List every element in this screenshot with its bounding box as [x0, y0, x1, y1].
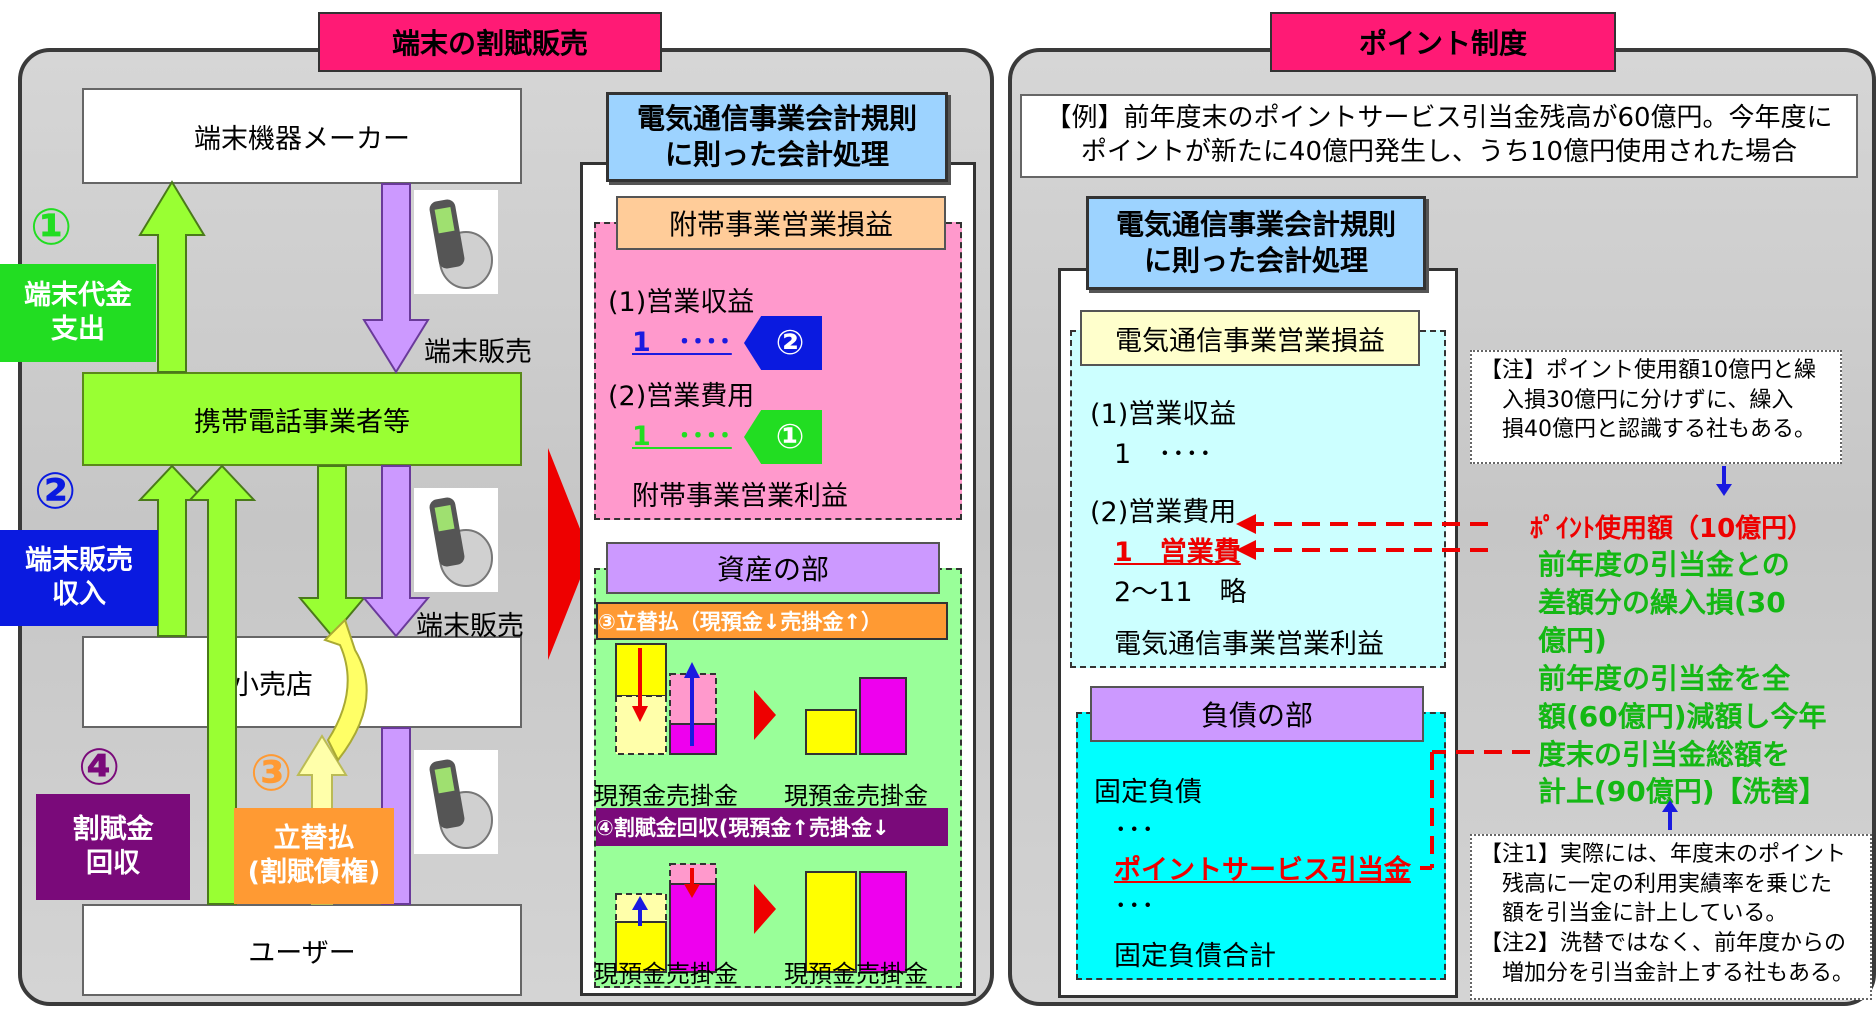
right-accounting-title: 電気通信事業会計規則 に則った会計処理: [1086, 196, 1426, 290]
right-pl-section: [1070, 330, 1446, 668]
right-pl-expense: (2)営業費用: [1090, 497, 1237, 528]
green-text-2-content: 前年度の引当金を全 額(60億円)減額し今年 度末の引当金総額を 計上(90億円…: [1538, 662, 1827, 809]
pl-revenue: (1)営業収益: [608, 287, 755, 318]
arrow-up-green-1: [138, 180, 206, 373]
right-pl-revenue-item: 1 ････: [1114, 439, 1213, 470]
pl-revenue-item: 1 ････: [632, 327, 732, 358]
right-pl-profit: 電気通信事業営業利益: [1114, 629, 1384, 660]
step-1-number: ①: [30, 198, 73, 256]
phone-icon: [414, 750, 498, 854]
pl-header: 附帯事業営業損益: [616, 196, 946, 250]
step-1-label-text: 端末代金 支出: [24, 280, 132, 345]
flow-arrows: [137, 180, 590, 905]
bar-label-3: 現預金売掛金: [594, 960, 738, 988]
arrow-down-green: [297, 465, 367, 638]
green-text-2: 前年度の引当金を全 額(60億円)減額し今年 度末の引当金総額を 計上(90億円…: [1538, 660, 1827, 811]
right-pl-expense-item: 1 営業費: [1114, 537, 1241, 568]
step-4-number: ④: [78, 738, 121, 796]
step-4-label: 割賦金 回収: [36, 794, 190, 900]
note-bottom: 【注1】実際には、年度末のポイント 残高に一定の利用実績率を乗じた 額を引当金に…: [1470, 834, 1872, 1000]
left-tab-title: 端末の割賦販売: [318, 12, 662, 72]
note-bottom-text: 【注1】実際には、年度末のポイント 残高に一定の利用実績率を乗じた 額を引当金に…: [1480, 842, 1855, 986]
note-top-text: 【注】ポイント使用額10億円と繰 入損30億円に分けずに、繰入 損40億円と認識…: [1480, 358, 1816, 443]
liab-fixed: 固定負債: [1094, 777, 1202, 808]
arrow-down-purple-2: [361, 465, 431, 638]
bar-label-2: 現預金売掛金: [784, 782, 928, 810]
example-text: 【例】前年度末のポイントサービス引当金残高が60億円。今年度に ポイントが新たに…: [1045, 103, 1833, 167]
liab-dots-1: ･･･: [1114, 815, 1155, 846]
step-3-number: ③: [250, 744, 293, 802]
pl-expense-item: 1 ････: [632, 421, 732, 452]
badge-1-text: ①: [775, 417, 805, 457]
arrow-up-green-2: [137, 464, 207, 637]
big-red-triangle: [548, 448, 590, 660]
liab-dots-2: ･･･: [1114, 891, 1155, 922]
right-pl-expense-rest: 2～11 略: [1114, 577, 1247, 608]
step-1-label: 端末代金 支出: [0, 264, 156, 362]
liab-reserve: ポイントサービス引当金: [1114, 855, 1411, 886]
right-tab-title: ポイント制度: [1270, 12, 1616, 72]
pl-profit: 附帯事業営業利益: [632, 481, 848, 512]
step-3-label-text: 立替払 (割賦債権): [247, 823, 381, 888]
maker-box: 端末機器メーカー: [82, 88, 522, 184]
red-label: ﾎﾟｲﾝﾄ使用額（10億円）: [1530, 514, 1814, 544]
arrow-down-purple-1: [362, 183, 430, 374]
curved-yellow-arrow: [323, 618, 368, 762]
left-accounting-title-text: 電気通信事業会計規則 に則った会計処理: [636, 101, 917, 171]
example-box: 【例】前年度末のポイントサービス引当金残高が60億円。今年度に ポイントが新たに…: [1020, 94, 1858, 178]
sale-label-1: 端末販売: [424, 337, 532, 368]
green-text-1-content: 前年度の引当金との 差額分の繰入損(30 億円): [1538, 548, 1790, 657]
liab-header: 負債の部: [1090, 686, 1424, 742]
bar-label-4: 現預金売掛金: [784, 960, 928, 988]
retailer-label: 小売店: [232, 669, 313, 701]
phone-icon: [414, 190, 498, 294]
right-accounting-title-text: 電気通信事業会計規則 に則った会計処理: [1115, 207, 1396, 277]
retailer-box: 小売店: [82, 636, 522, 728]
right-pl-header: 電気通信事業営業損益: [1080, 310, 1420, 366]
green-text-1: 前年度の引当金との 差額分の繰入損(30 億円): [1538, 546, 1790, 659]
sale-label-2: 端末販売: [416, 611, 524, 642]
badge-2-text: ②: [775, 323, 805, 363]
right-pl-revenue: (1)営業収益: [1090, 399, 1237, 430]
carrier-box: 携帯電話事業者等: [82, 372, 522, 466]
step-2-label-text: 端末販売 収入: [25, 545, 133, 610]
liab-section: [1076, 712, 1446, 980]
assets-header: 資産の部: [606, 542, 940, 594]
step-3-label: 立替払 (割賦債権): [234, 808, 394, 904]
liab-fixed-total: 固定負債合計: [1114, 941, 1276, 972]
assets-sub4: ④割賦金回収(現預金↑売掛金↓: [596, 808, 948, 846]
user-box: ユーザー: [82, 904, 522, 996]
step-4-label-text: 割賦金 回収: [72, 814, 154, 879]
phone-icon: [414, 488, 498, 592]
right-connectors: [1236, 466, 1732, 870]
pl-expense: (2)営業費用: [608, 381, 755, 412]
step-2-label: 端末販売 収入: [0, 530, 158, 626]
left-accounting-title: 電気通信事業会計規則 に則った会計処理: [606, 92, 948, 182]
step-2-number: ②: [34, 462, 77, 520]
assets-sub3: ③立替払（現預金↓売掛金↑）: [596, 602, 948, 640]
pl-section: [594, 222, 962, 520]
assets-bars: [615, 643, 907, 973]
bar-label-1: 現預金売掛金: [594, 782, 738, 810]
badge-2: ②: [744, 316, 822, 370]
note-top: 【注】ポイント使用額10億円と繰 入損30億円に分けずに、繰入 損40億円と認識…: [1470, 350, 1842, 464]
badge-1: ①: [744, 410, 822, 464]
